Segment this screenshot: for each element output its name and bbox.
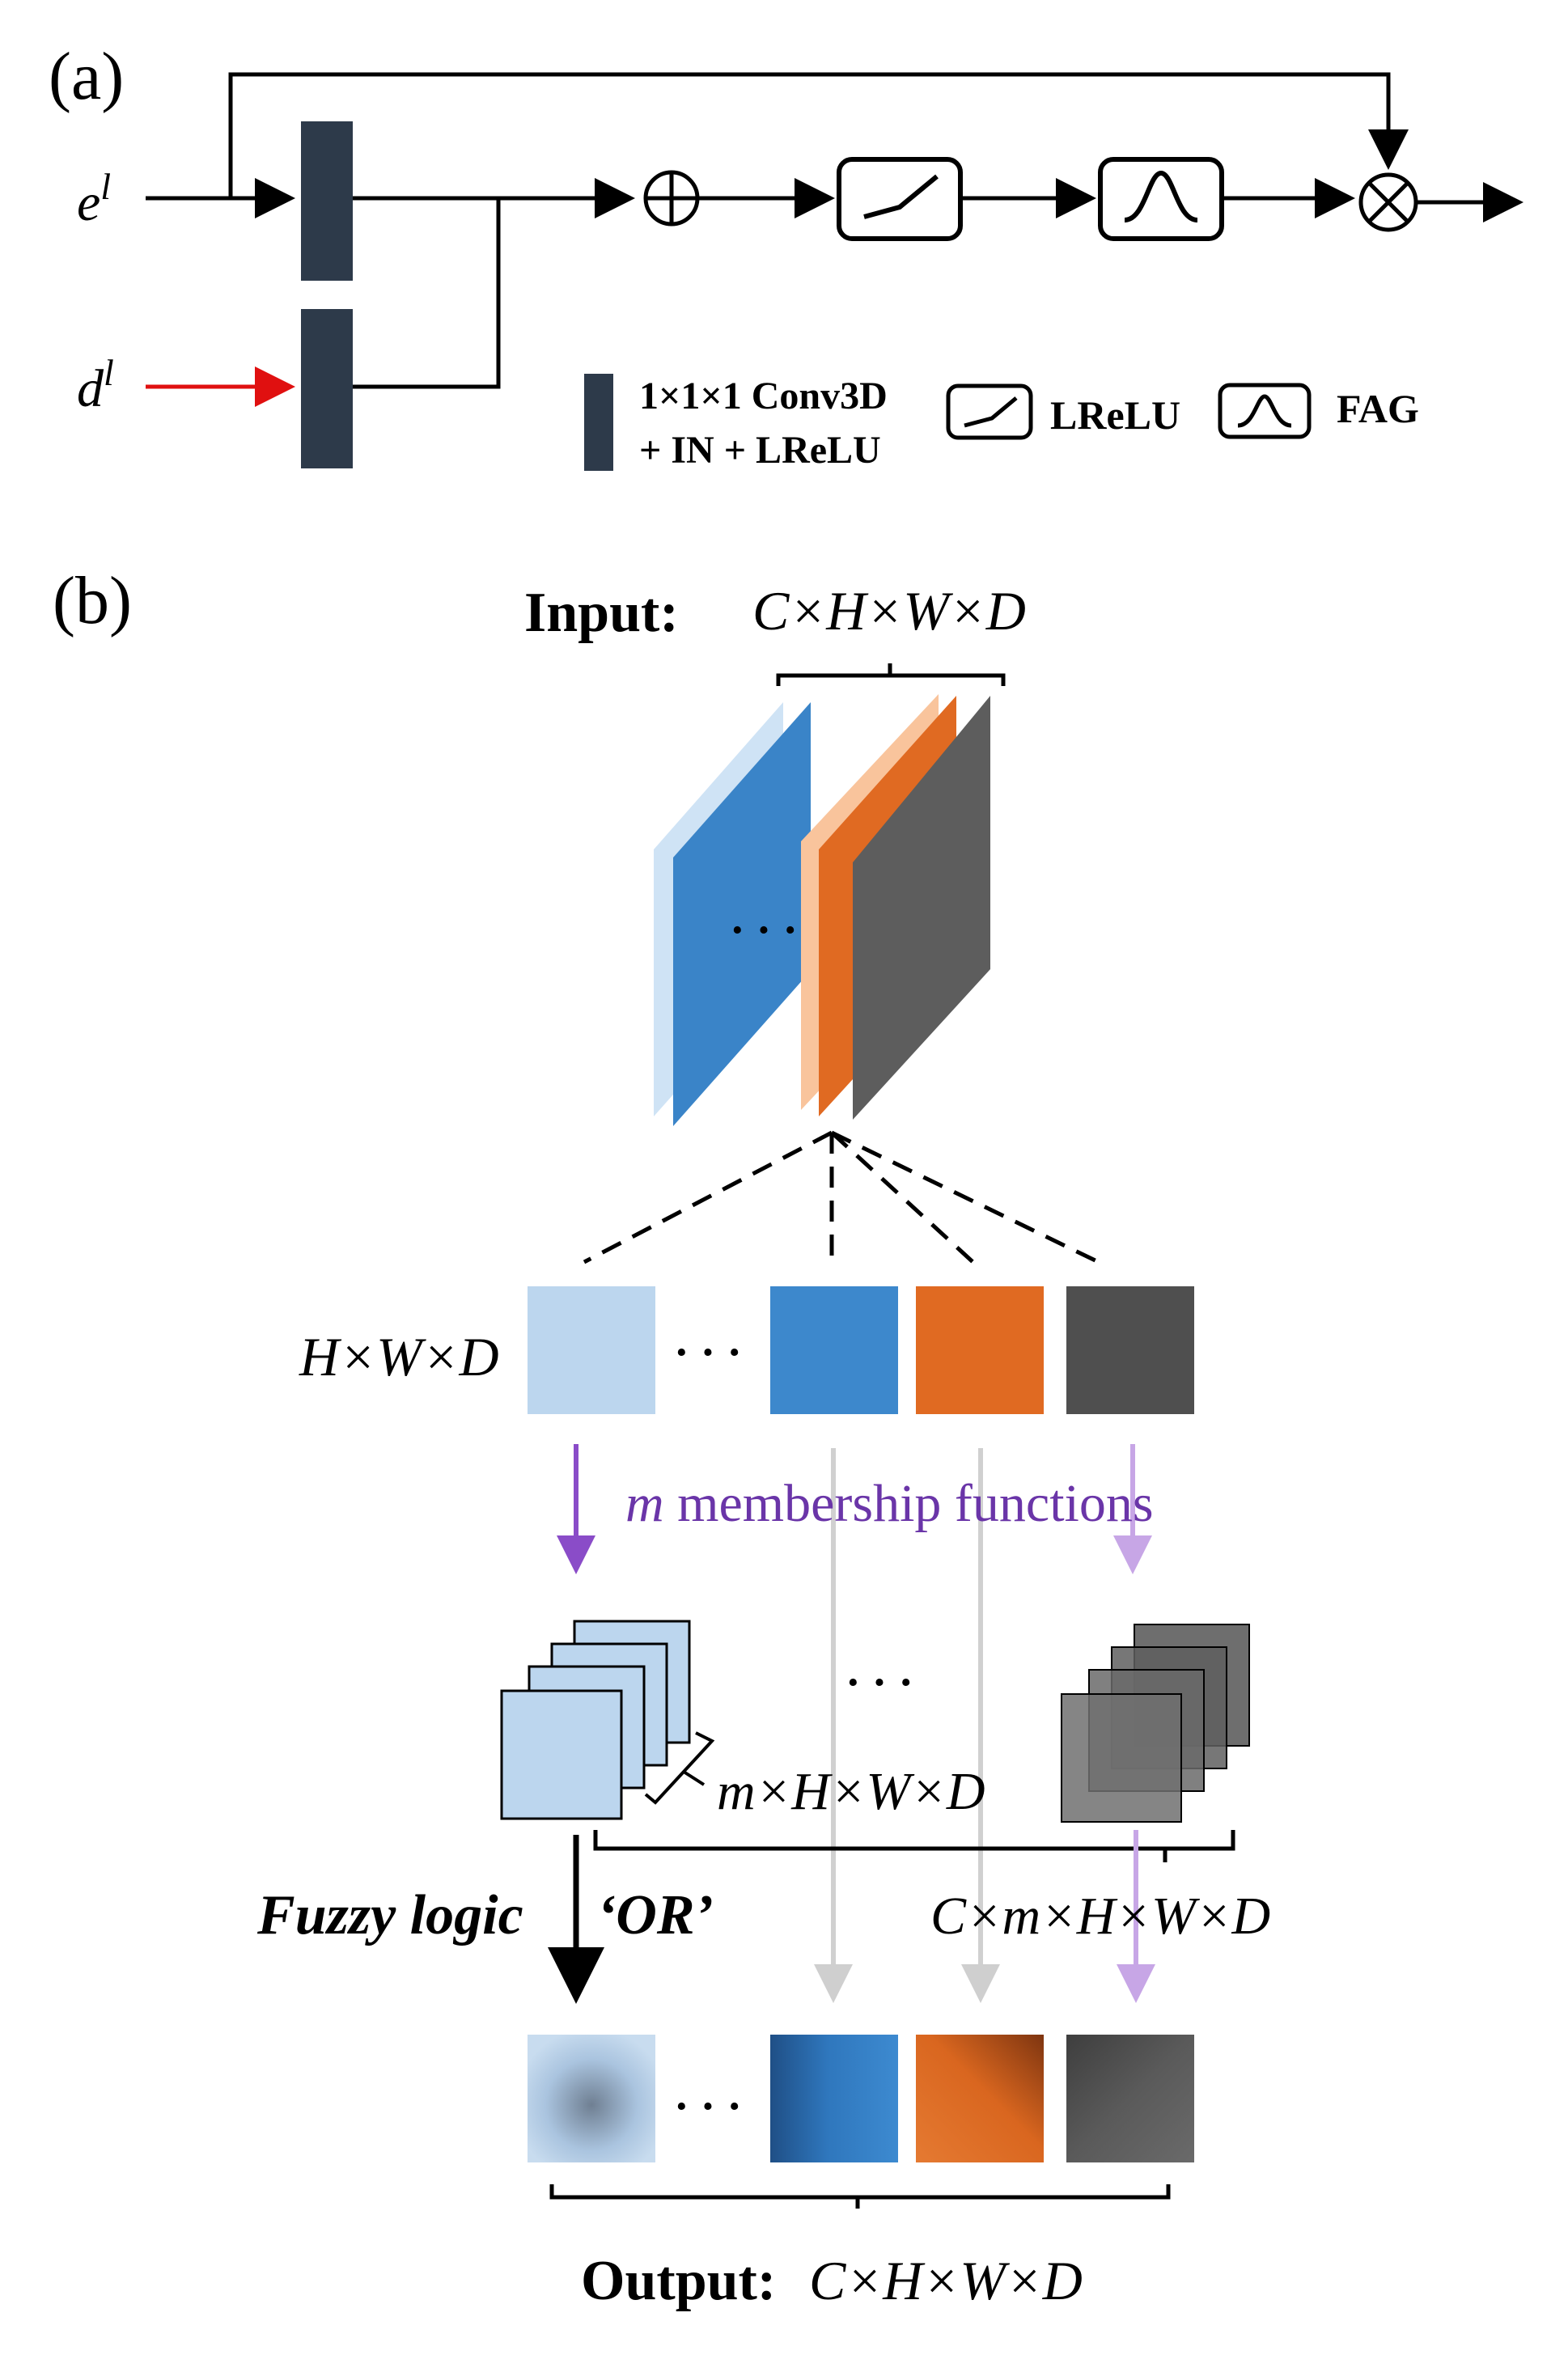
channel-blue xyxy=(673,702,811,1126)
channel-square-orange xyxy=(916,1286,1044,1414)
output-square-light-blue xyxy=(528,2035,655,2162)
input-d-sup: l xyxy=(104,352,114,393)
output-squares-dots: · · · xyxy=(674,2082,742,2132)
legend-lrelu-icon xyxy=(946,383,1033,440)
skip-connection-line xyxy=(228,72,1391,198)
legend-conv-swatch xyxy=(584,374,613,471)
cmhwd-label: C×m×H×W×D xyxy=(930,1887,1270,1946)
panel-a-label: (a) xyxy=(49,39,124,114)
input-dims: C×H×W×D xyxy=(752,580,1026,642)
cmhwd-brace xyxy=(593,1830,1235,1862)
fuzzy-logic-label: Fuzzy logic xyxy=(256,1884,523,1946)
panel-b-label: (b) xyxy=(53,563,132,638)
panel-a: (a) el dl xyxy=(49,39,1524,472)
legend-lrelu-text: LReLU xyxy=(1050,392,1180,438)
or-label: ‘OR’ xyxy=(597,1884,714,1946)
membership-m: m xyxy=(625,1474,664,1533)
legend-conv-line1: 1×1×1 Conv3D xyxy=(639,375,888,417)
input-feature-volume: · · · xyxy=(654,694,990,1126)
input-e-base: e xyxy=(77,173,100,232)
split-dashed-lines xyxy=(583,1130,1108,1269)
legend: 1×1×1 Conv3D + IN + LReLU LReLU FAG xyxy=(584,374,1419,472)
input-channel-dots: · · · xyxy=(730,905,798,955)
conv-d-out-line xyxy=(353,198,501,389)
membership-text: membership functions xyxy=(664,1474,1154,1533)
input-brace xyxy=(776,663,1006,686)
input-d-label: dl xyxy=(77,352,114,418)
membership-stack-dots: · · · xyxy=(845,1658,913,1708)
legend-conv-line2: + IN + LReLU xyxy=(639,429,881,472)
add-operator-icon xyxy=(643,170,700,227)
output-dims: C×H×W×D xyxy=(809,2250,1083,2311)
output-brace xyxy=(549,2184,1171,2209)
mhwd-label: m×H×W×D xyxy=(717,1762,985,1821)
input-label: Input: xyxy=(524,582,679,644)
fag-block-icon xyxy=(1098,157,1224,241)
multiply-operator-icon xyxy=(1358,172,1418,232)
input-d-base: d xyxy=(77,359,104,418)
output-square-blue xyxy=(770,2035,898,2162)
mhwd-brace xyxy=(644,1731,715,1805)
legend-fag-icon xyxy=(1218,383,1312,439)
panel-b: (b) Input: C×H×W×D · · · H×W×D · · · xyxy=(53,563,1270,2312)
lrelu-block-icon xyxy=(837,157,963,241)
conv-block-d xyxy=(301,309,353,468)
hwd-label: H×W×D xyxy=(299,1326,499,1387)
membership-stack-light-blue xyxy=(500,1620,691,1820)
channel-gray xyxy=(853,696,990,1120)
channel-squares-dots: · · · xyxy=(674,1328,742,1378)
output-square-orange xyxy=(916,2035,1044,2162)
input-e-label: el xyxy=(77,166,111,232)
input-e-sup: l xyxy=(100,166,111,207)
membership-stack-gray xyxy=(1061,1624,1250,1823)
conv-block-e xyxy=(301,121,353,281)
legend-fag-text: FAG xyxy=(1337,386,1419,431)
channel-square-gray xyxy=(1066,1286,1194,1414)
output-square-gray xyxy=(1066,2035,1194,2162)
output-label: Output: xyxy=(581,2250,776,2312)
membership-functions-label: m membership functions xyxy=(625,1474,1154,1533)
channel-square-light-blue xyxy=(528,1286,655,1414)
channel-square-blue xyxy=(770,1286,898,1414)
